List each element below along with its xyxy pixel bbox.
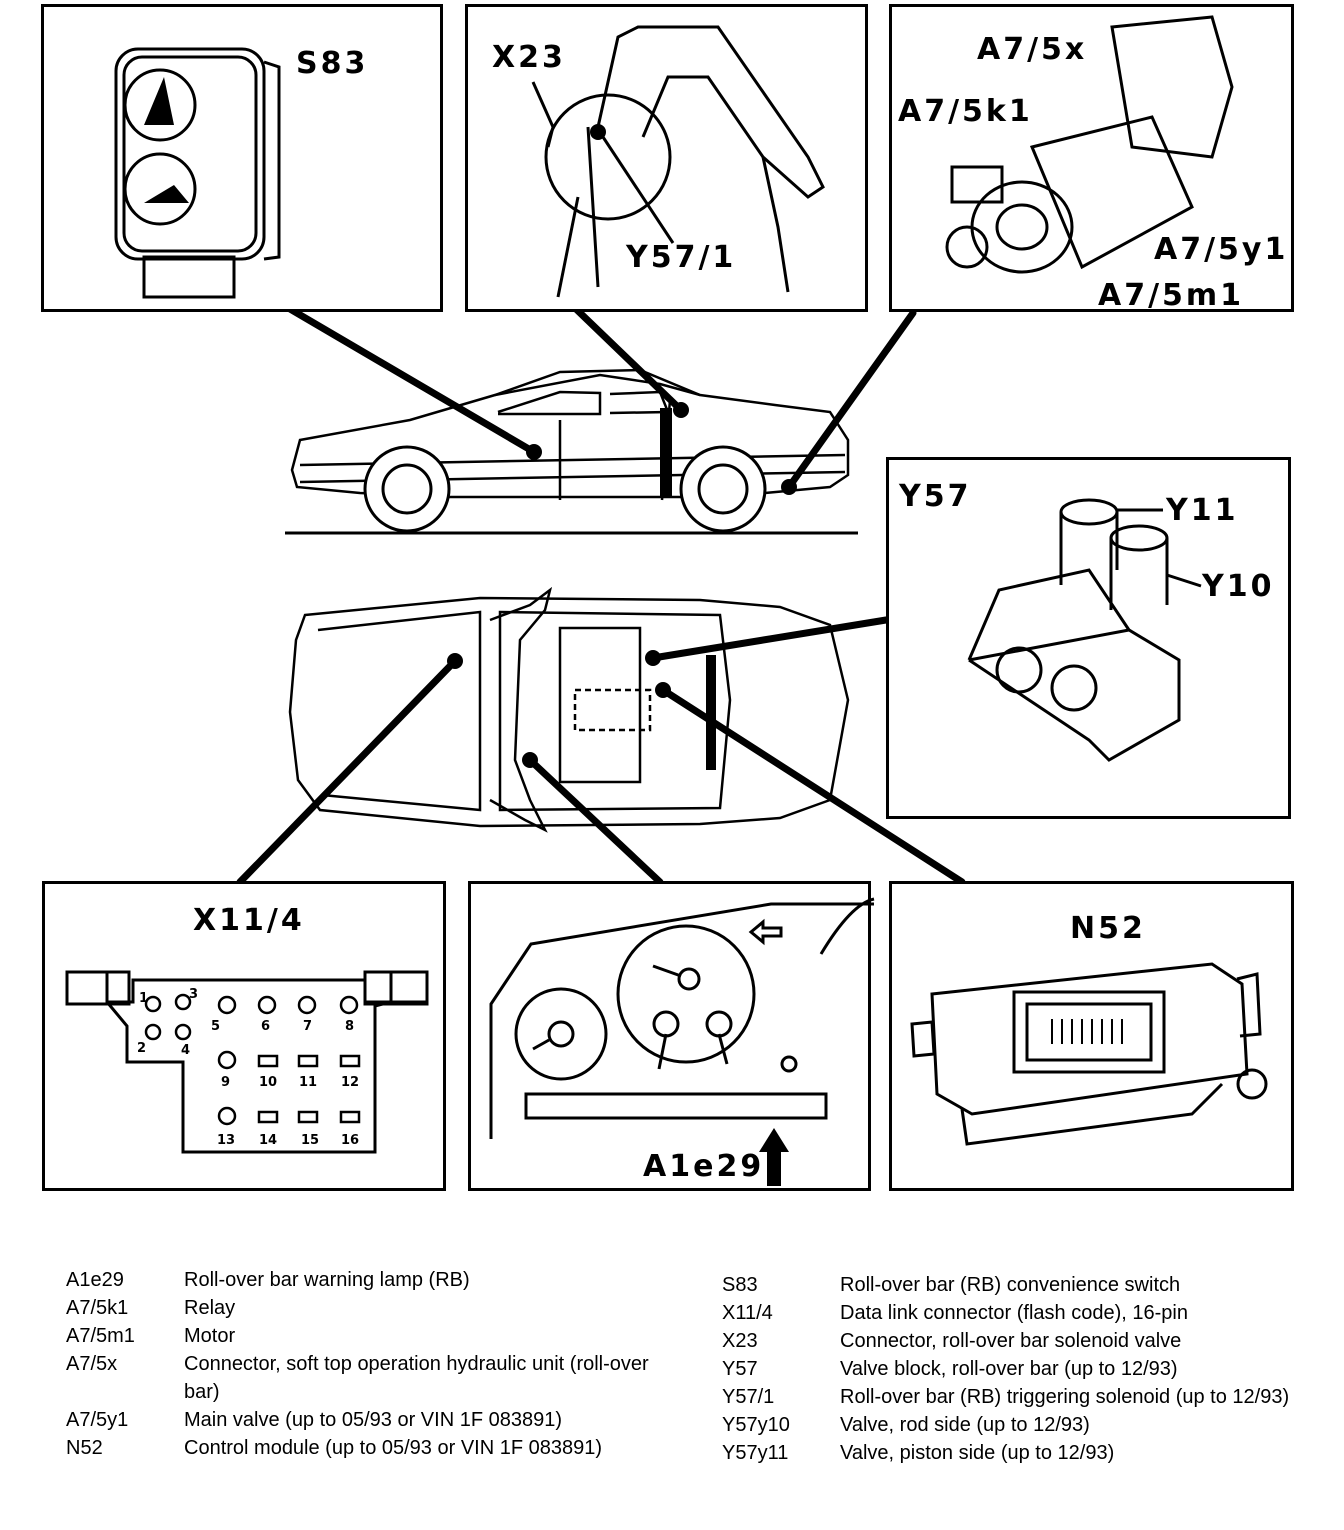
legend-row: X23 Connector, roll-over bar solenoid val… <box>722 1327 1292 1355</box>
pin-label-7: 7 <box>303 1019 312 1034</box>
panel-a7-5: A7/5x A7/5k1 A7/5y1 A7/5m1 <box>889 4 1294 312</box>
label-x11-4: X11/4 <box>193 903 305 938</box>
legend-code: X11/4 <box>722 1302 773 1324</box>
label-x23: X23 <box>492 40 566 75</box>
switch-drawing <box>114 47 281 299</box>
label-a7-5k1: A7/5k1 <box>898 94 1033 129</box>
label-n52: N52 <box>1070 911 1146 946</box>
legend-row: Y57/1 Roll-over bar (RB) triggering solen… <box>722 1383 1292 1411</box>
pin-label-2: 2 <box>137 1041 146 1056</box>
legend-code: A7/5x <box>66 1353 118 1375</box>
panel-y57: Y57 Y11 Y10 <box>886 457 1291 819</box>
pin-label-14: 14 <box>259 1133 277 1148</box>
pin-label-5: 5 <box>211 1019 220 1034</box>
legend-row: Y57y11 Valve, piston side (up to 12/93) <box>722 1439 1292 1467</box>
pin-label-6: 6 <box>261 1019 270 1034</box>
legend-desc: Roll-over bar (RB) triggering solenoid (… <box>840 1386 1290 1408</box>
legend-code: X23 <box>722 1330 758 1352</box>
instrument-cluster-drawing <box>489 897 875 1186</box>
label-y57: Y57 <box>899 479 972 514</box>
legend-code: Y57y11 <box>722 1442 789 1464</box>
legend-row: A7/5m1 Motor <box>66 1322 666 1350</box>
legend-desc: Motor <box>184 1325 236 1347</box>
legend-row: N52 Control module (up to 05/93 or VIN 1F… <box>66 1434 666 1462</box>
legend-right: S83 Roll-over bar (RB) convenience switch… <box>722 1271 1292 1467</box>
pin-label-16: 16 <box>341 1133 359 1148</box>
legend-row: A7/5y1 Main valve (up to 05/93 or VIN 1F … <box>66 1406 666 1434</box>
connector-drawing: 1 2 3 4 5 6 7 8 9 10 11 12 13 14 15 16 <box>65 970 429 1154</box>
legend-code: A1e29 <box>66 1269 124 1291</box>
label-y10: Y10 <box>1202 569 1275 604</box>
legend-code: Y57 <box>722 1358 758 1380</box>
legend-row: A7/5k1 Relay <box>66 1294 666 1322</box>
legend-code: Y57/1 <box>722 1386 775 1408</box>
pin-label-13: 13 <box>217 1133 235 1148</box>
panel-s83: S83 <box>41 4 443 312</box>
legend-desc: Roll-over bar (RB) convenience switch <box>840 1274 1181 1296</box>
legend-desc: Data link connector (flash code), 16-pin <box>840 1302 1188 1324</box>
legend-left: A1e29 Roll-over bar warning lamp (RB) A7/… <box>66 1266 666 1462</box>
panel-x23: X23 Y57/1 <box>465 4 868 312</box>
legend-desc: Valve, piston side (up to 12/93) <box>840 1442 1115 1464</box>
legend-row: A1e29 Roll-over bar warning lamp (RB) <box>66 1266 666 1294</box>
legend-desc: Main valve (up to 05/93 or VIN 1F 083891… <box>184 1409 562 1431</box>
legend-desc: Control module (up to 05/93 or VIN 1F 08… <box>184 1437 603 1459</box>
hydraulic-unit-drawing <box>945 15 1234 274</box>
label-a7-5x: A7/5x <box>977 32 1088 67</box>
legend-desc: Valve block, roll-over bar (up to 12/93) <box>840 1358 1178 1380</box>
legend-desc: Relay <box>184 1297 236 1319</box>
pin-label-12: 12 <box>341 1075 359 1090</box>
legend-desc: Connector, roll-over bar solenoid valve <box>840 1330 1182 1352</box>
legend-row: Y57y10 Valve, rod side (up to 12/93) <box>722 1411 1292 1439</box>
pin-label-3: 3 <box>189 987 198 1002</box>
valve-block-drawing <box>967 498 1202 762</box>
rollbar-drawing <box>531 25 825 298</box>
panel-n52: N52 <box>889 881 1294 1191</box>
legend-desc: Roll-over bar warning lamp (RB) <box>184 1269 470 1291</box>
pin-label-8: 8 <box>345 1019 354 1034</box>
label-a1e29: A1e29 <box>643 1149 765 1184</box>
legend-desc: Valve, rod side (up to 12/93) <box>840 1414 1090 1436</box>
pin-label-9: 9 <box>221 1075 230 1090</box>
legend-code: Y57y10 <box>722 1414 790 1436</box>
legend-code: A7/5k1 <box>66 1297 129 1319</box>
legend-code: A7/5y1 <box>66 1409 129 1431</box>
label-s83: S83 <box>296 46 369 81</box>
legend-row: S83 Roll-over bar (RB) convenience switch <box>722 1271 1292 1299</box>
label-y57-1: Y57/1 <box>626 240 737 275</box>
pin-label-11: 11 <box>299 1075 317 1090</box>
legend-row: X11/4 Data link connector (flash code), 1… <box>722 1299 1292 1327</box>
legend-row: A7/5x Connector, soft top operation hydra… <box>66 1350 666 1406</box>
label-a7-5m1: A7/5m1 <box>1098 278 1245 313</box>
control-module-drawing <box>910 962 1268 1146</box>
panel-x11-4: X11/4 1 2 3 4 5 6 7 8 9 10 11 12 13 <box>42 881 446 1191</box>
pin-label-10: 10 <box>259 1075 277 1090</box>
pin-label-15: 15 <box>301 1133 319 1148</box>
panel-a1e29: A1e29 <box>468 881 875 1191</box>
legend-code: S83 <box>722 1274 758 1296</box>
label-y11: Y11 <box>1166 493 1239 528</box>
legend-code: A7/5m1 <box>66 1325 135 1347</box>
label-a7-5y1: A7/5y1 <box>1154 232 1289 267</box>
pin-label-4: 4 <box>181 1043 190 1058</box>
legend-code: N52 <box>66 1437 103 1459</box>
legend-row: Y57 Valve block, roll-over bar (up to 12/… <box>722 1355 1292 1383</box>
pin-label-1: 1 <box>139 991 148 1006</box>
legend-desc: Connector, soft top operation hydraulic … <box>184 1353 649 1403</box>
